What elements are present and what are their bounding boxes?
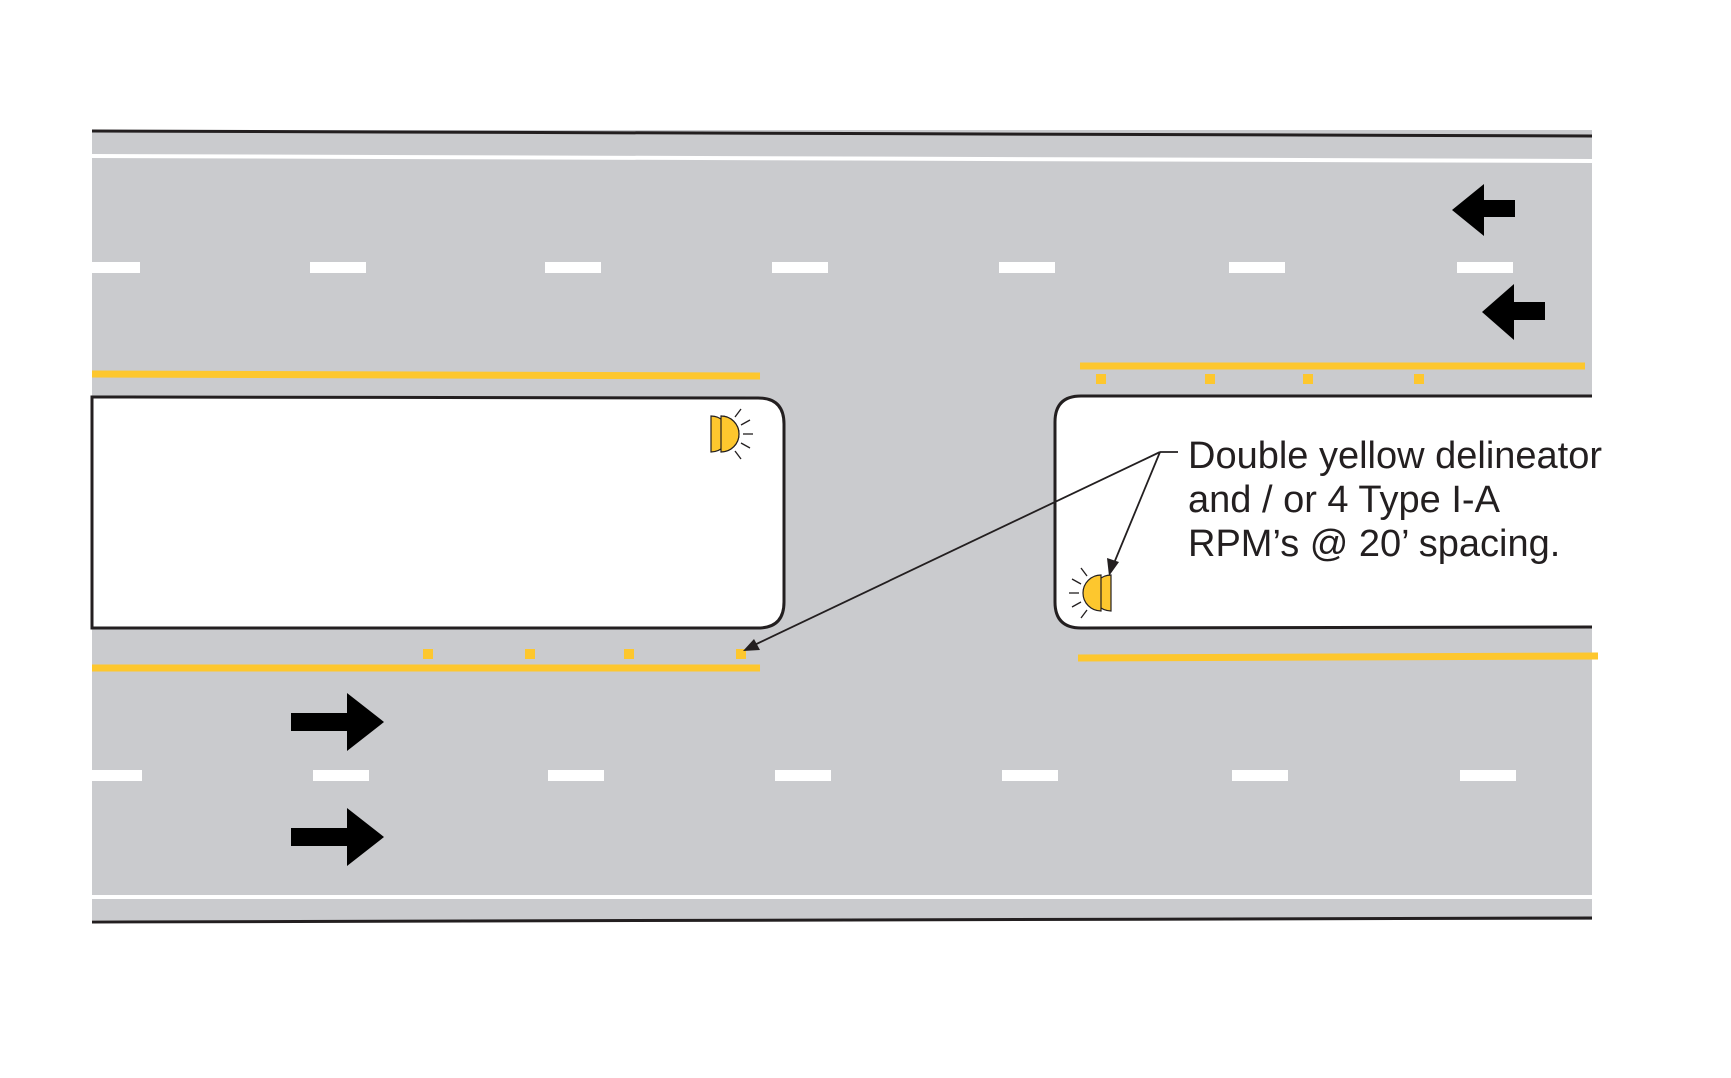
left-median-island — [90, 395, 786, 630]
arrowhead-icon — [743, 639, 760, 651]
lane-dash — [999, 262, 1055, 273]
lane-dash — [313, 770, 369, 781]
lane-dash — [310, 262, 366, 273]
callout-leaders — [747, 451, 1178, 649]
lane-dash — [1232, 770, 1288, 781]
lane-dash — [92, 262, 140, 273]
direction-arrow-icon — [291, 693, 384, 751]
right-median-fill-patch — [1580, 400, 1592, 625]
rpm-marker-icon — [624, 649, 634, 659]
lane-dash — [1002, 770, 1058, 781]
lane-dash — [1460, 770, 1516, 781]
direction-arrow-icon — [291, 808, 384, 866]
lane-dash — [92, 770, 142, 781]
arrowhead-icon — [1107, 558, 1119, 576]
medians — [90, 394, 1593, 630]
callout-line-2: and / or 4 Type I-A — [1188, 479, 1501, 521]
roadway — [92, 130, 1592, 920]
callout-line-3: RPM’s @ 20’ spacing. — [1188, 523, 1560, 565]
delineator-icon — [710, 408, 753, 460]
lane-dash — [1457, 262, 1513, 273]
lane-dash — [772, 262, 828, 273]
road-edges — [91, 129, 1593, 924]
direction-arrow-icon — [1452, 184, 1515, 236]
upper-left-yellow-line — [91, 370, 761, 380]
rpm-marker-icon — [1205, 374, 1215, 384]
lane-dash — [775, 770, 831, 781]
upper-outer-edge — [91, 129, 1593, 138]
leader-to-right-delineator — [1111, 451, 1161, 569]
lane-dashes — [92, 262, 1516, 781]
lane-dash — [545, 262, 601, 273]
rpm-marker-icon — [1414, 374, 1424, 384]
rpm-markers — [423, 374, 1424, 659]
lane-dash — [548, 770, 604, 781]
rpm-marker-icon — [736, 649, 746, 659]
delineator-icon — [1069, 567, 1112, 619]
rpm-marker-icon — [1096, 374, 1106, 384]
lane-dash — [1229, 262, 1285, 273]
direction-arrow-icon — [1482, 284, 1545, 340]
upper-edge-line — [91, 154, 1593, 163]
direction-arrows — [291, 184, 1545, 866]
lower-outer-edge — [91, 916, 1593, 924]
rpm-marker-icon — [525, 649, 535, 659]
rpm-marker-icon — [423, 649, 433, 659]
leader-arrowheads — [743, 558, 1119, 651]
delineator-left — [710, 408, 753, 460]
callout-line-1: Double yellow delineator — [1188, 435, 1602, 477]
leader-to-left-rpm — [747, 451, 1161, 649]
right-median-island — [1053, 394, 1593, 630]
lower-right-yellow-line — [1077, 652, 1599, 662]
delineator-right — [1069, 567, 1112, 619]
median-opening-pavement — [760, 380, 1070, 650]
median-yellow-lines — [91, 362, 1599, 672]
rpm-marker-icon — [1303, 374, 1313, 384]
